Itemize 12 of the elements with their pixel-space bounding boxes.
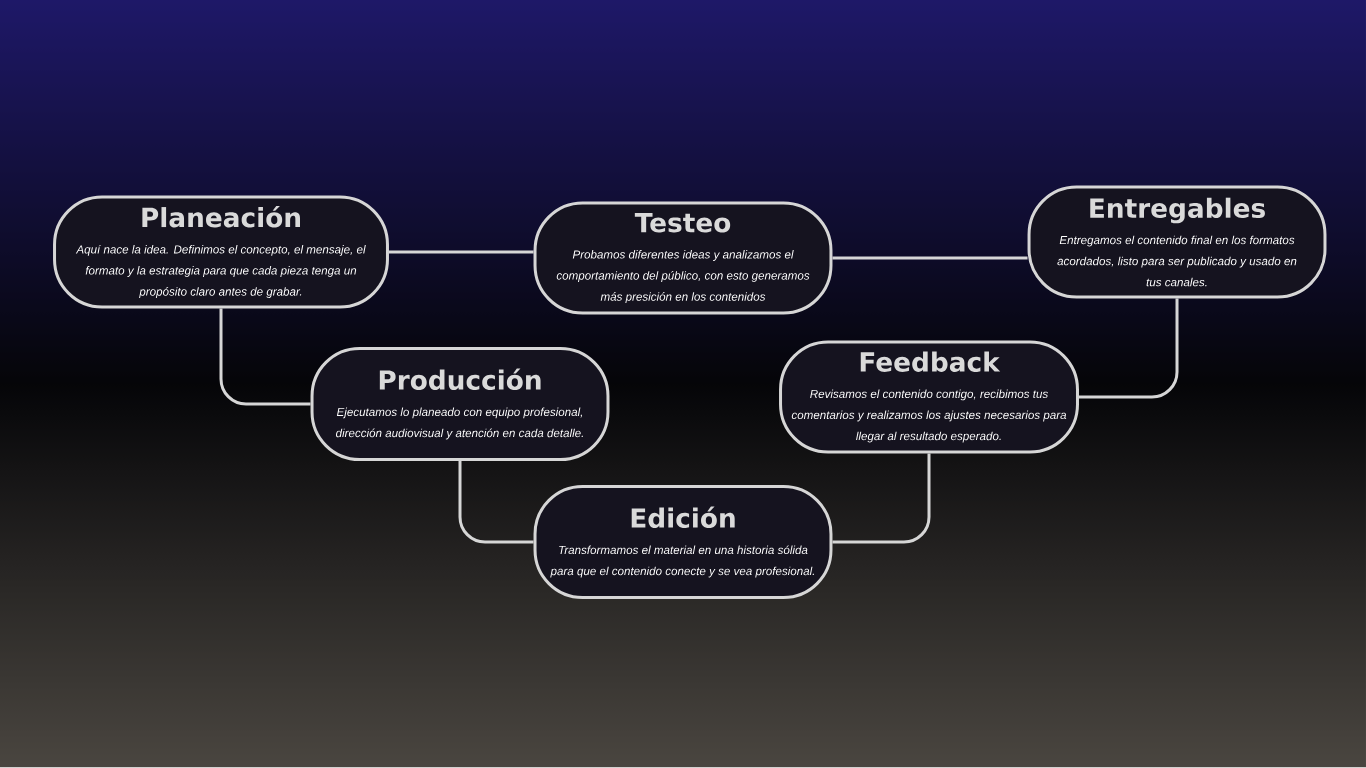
process-box: Entregables Entregamos el contenido final en los formatos acordados, listo para ser publicado y usado en tus canales. xyxy=(1027,185,1327,299)
connector-line xyxy=(1079,298,1179,399)
process-box: Feedback Revisamos el contenido contigo, recibimos tus comentarios y realizamos los ajustes necesarios para llegar al resultado esperado. xyxy=(779,340,1079,454)
connector-line xyxy=(388,250,534,254)
connector-line xyxy=(458,461,534,544)
connector-line xyxy=(832,256,1028,260)
connector-line xyxy=(219,308,311,406)
process-box: Planeación Aquí nace la idea. Definimos el concepto, el mensaje, el formato y la estrategia para que cada pieza tenga un propósito claro antes de grabar. xyxy=(53,195,389,309)
process-box: Producción Ejecutamos lo planeado con equipo profesional, dirección audiovisual y atención en cada detalle. xyxy=(310,347,610,461)
process-box: Testeo Probamos diferentes ideas y analizamos el comportamiento del público, con esto generamos más presición en los contenidos xyxy=(533,201,833,315)
process-box: Edición Transformamos el material en una historia sólida para que el contenido conecte y se vea profesional. xyxy=(533,485,833,599)
connector-line xyxy=(832,453,931,544)
